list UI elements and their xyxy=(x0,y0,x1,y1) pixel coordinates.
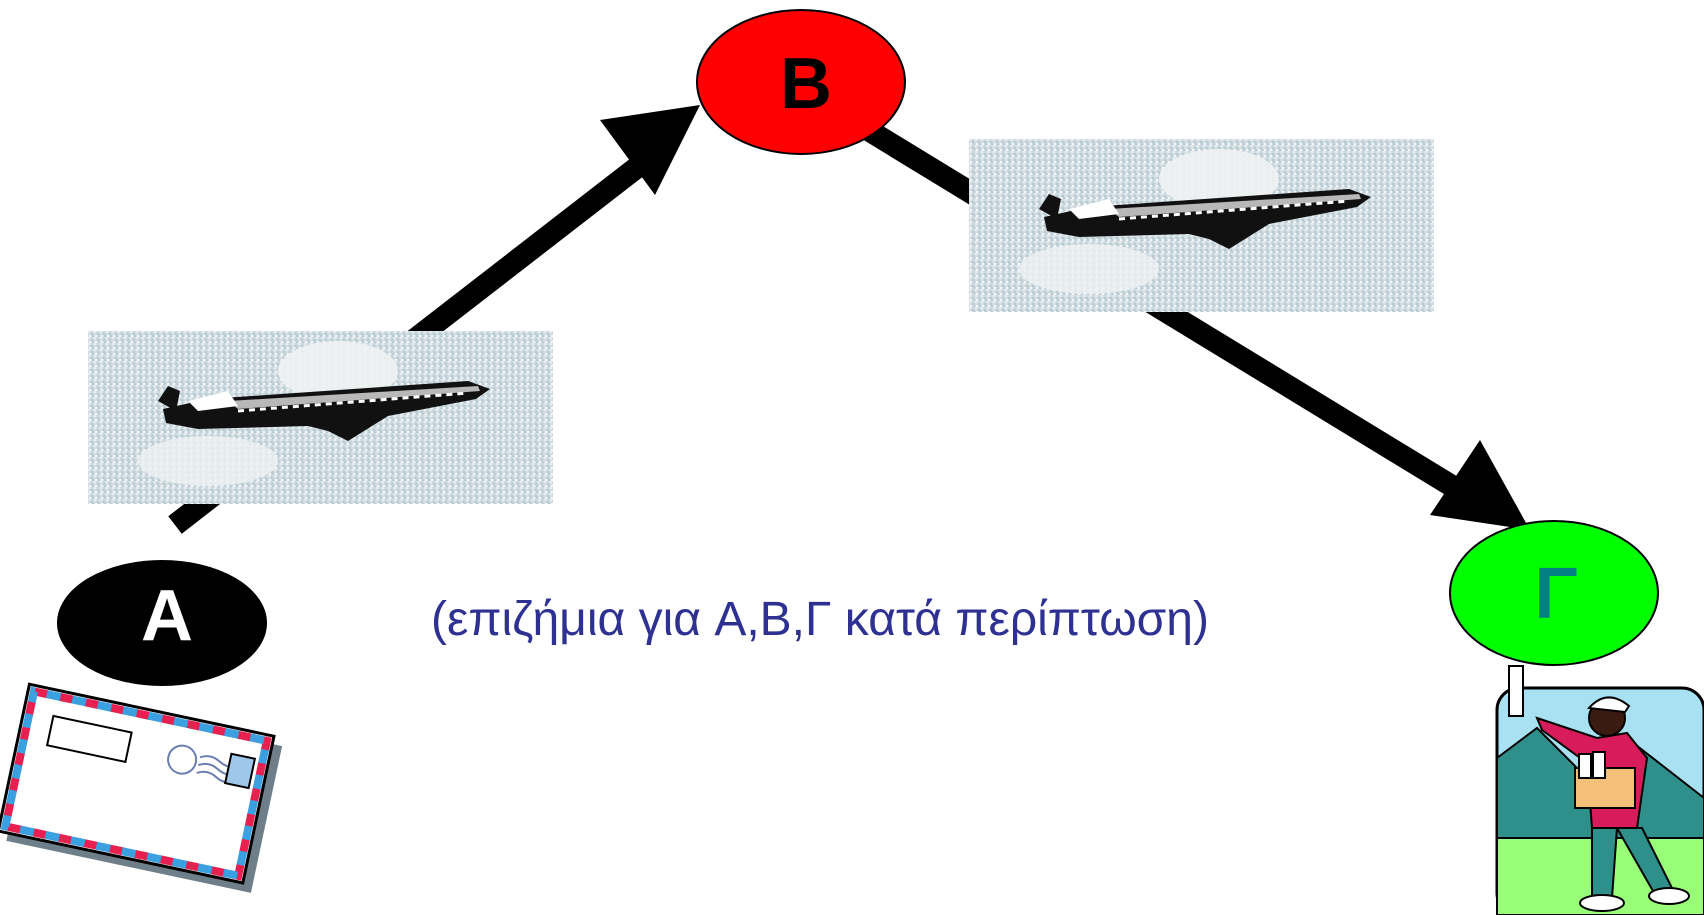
airplane-photo-right xyxy=(967,137,1436,314)
mail-carrier-icon xyxy=(1495,665,1704,915)
airplane-photo-left xyxy=(86,329,555,506)
node-g-ellipse xyxy=(1449,520,1659,666)
node-a-ellipse xyxy=(57,560,267,686)
node-g-label: Γ xyxy=(1534,554,1577,634)
diagram-caption: (επιζήμια για A,B,Γ κατά περίπτωση) xyxy=(431,593,1209,646)
airmail-envelope-icon xyxy=(0,682,283,893)
node-b: B xyxy=(696,9,906,155)
node-a-label: A xyxy=(141,576,193,656)
node-b-label: B xyxy=(780,44,832,124)
node-b-ellipse xyxy=(696,9,906,155)
node-a: A xyxy=(57,560,267,686)
node-g: Γ xyxy=(1449,520,1659,666)
